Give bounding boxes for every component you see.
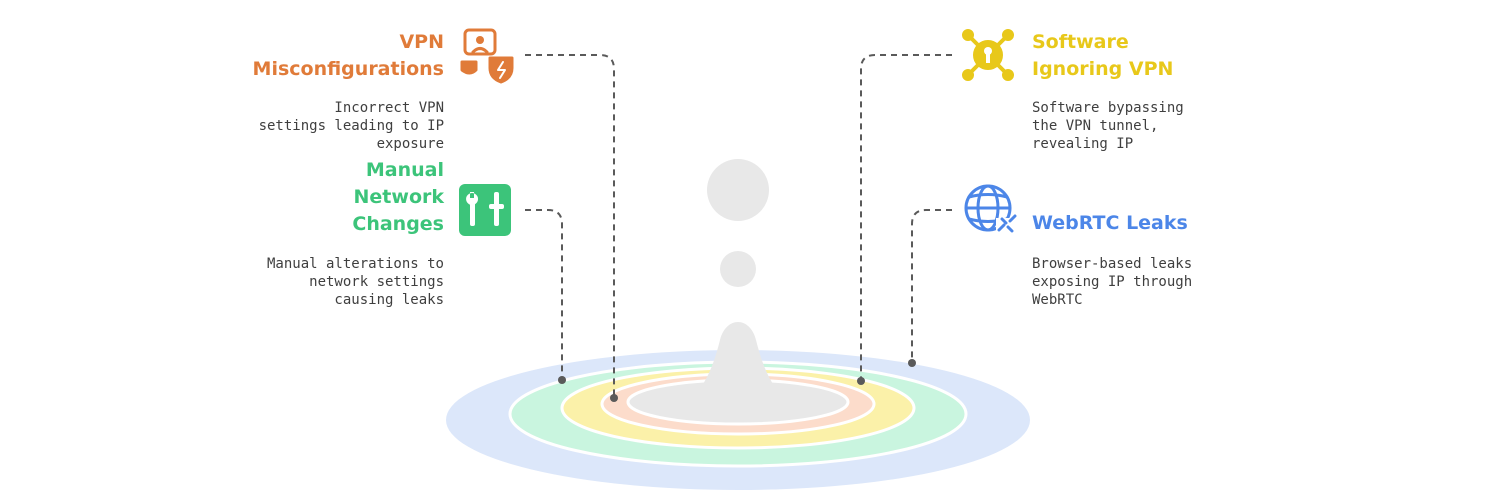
connector-dot-manual-network-changes [558, 376, 566, 384]
connector-software-ignoring-vpn [860, 54, 952, 381]
connector-dot-software-ignoring-vpn [857, 377, 865, 385]
title-software-ignoring-vpn: Software Ignoring VPN [1032, 31, 1174, 80]
title-vpn-misconfigurations: VPN Misconfigurations [252, 31, 444, 80]
splash-peak [668, 322, 808, 410]
connector-dot-webrtc-leaks [908, 359, 916, 367]
globe-broken-link-icon [964, 184, 1018, 234]
description-webrtc-leaks: Browser-based leaks exposing IP through … [1032, 256, 1193, 308]
droplet-small [720, 251, 756, 287]
connector-webrtc-leaks [911, 209, 952, 363]
title-webrtc-leaks: WebRTC Leaks [1032, 212, 1188, 234]
tools-icon [459, 184, 511, 236]
droplet-large [707, 159, 769, 221]
description-vpn-misconfigurations: Incorrect VPN settings leading to IP exp… [258, 100, 444, 152]
connector-dot-vpn-misconfigurations [610, 394, 618, 402]
description-manual-network-changes: Manual alterations to network settings c… [266, 256, 444, 308]
user-shield-alert-icon [460, 28, 514, 84]
connector-vpn-misconfigurations [525, 54, 615, 398]
connector-manual-network-changes [525, 209, 563, 380]
bug-icon [962, 29, 1014, 81]
description-software-ignoring-vpn: Software bypassing the VPN tunnel, revea… [1032, 100, 1184, 152]
title-manual-network-changes: Manual Network Changes [352, 159, 444, 235]
